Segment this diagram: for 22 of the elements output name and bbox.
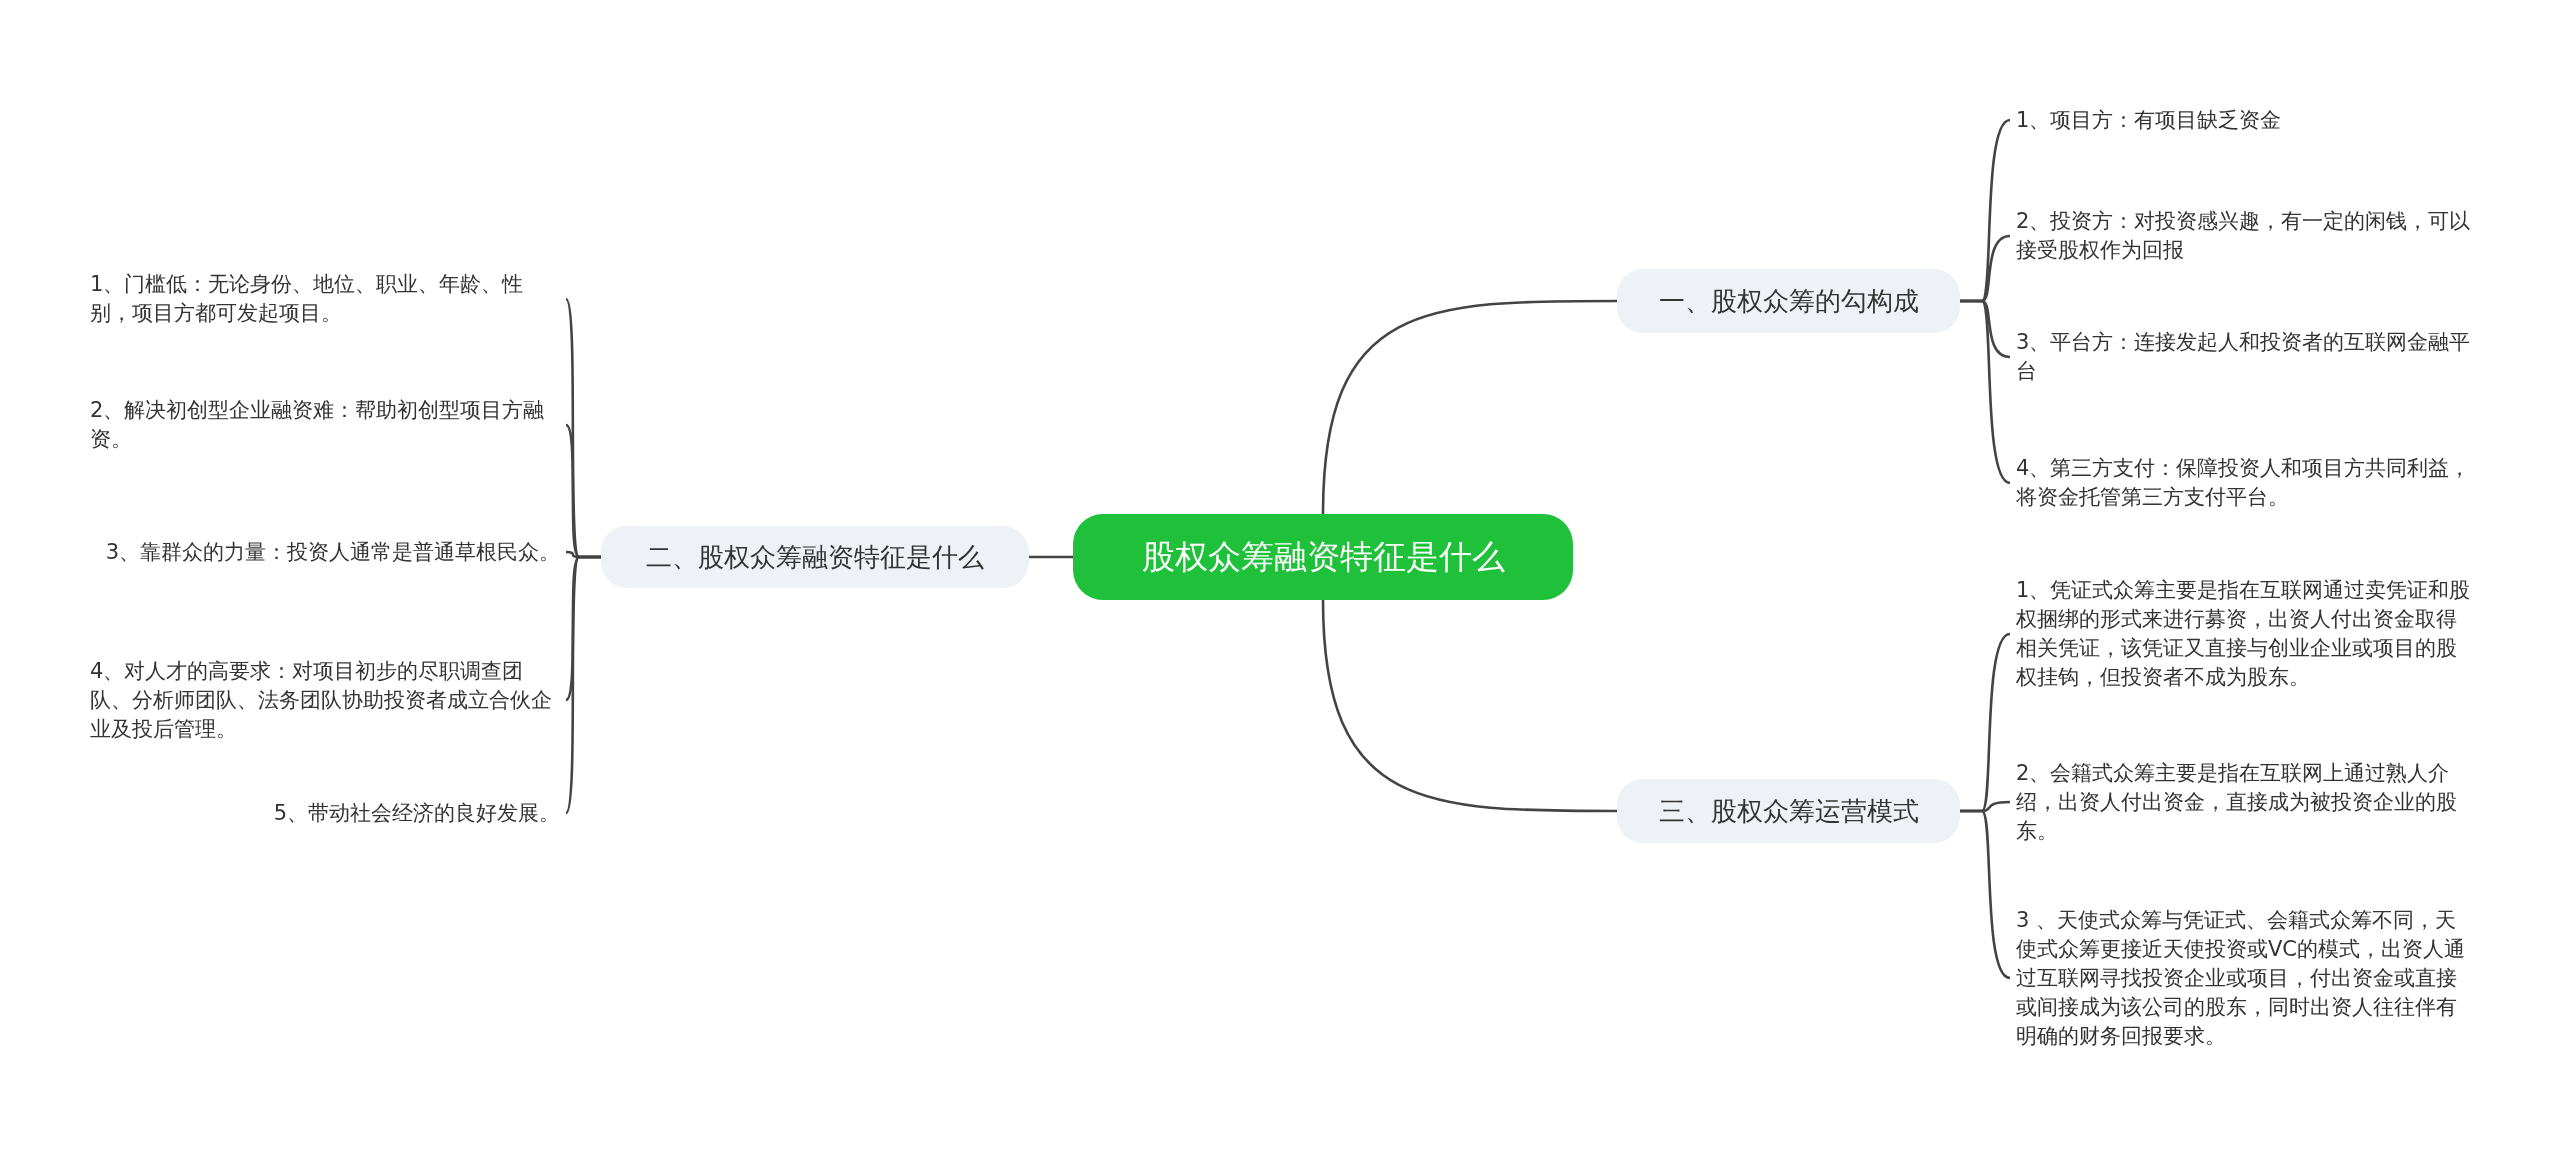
note-text: 1、凭证式众筹主要是指在互联网通过卖凭证和股权捆绑的形式来进行募资，出资人付出资金取得相关凭证，该凭证又直接与创业企业或项目的股权挂钩，但投资者不成为股东。 xyxy=(2016,576,2476,692)
note-text: 1、门槛低：无论身份、地位、职业、年龄、性别，项目方都可发起项目。 xyxy=(90,270,560,328)
central-topic: 股权众筹融资特征是什么 xyxy=(1073,514,1573,600)
topic-box: 三、股权众筹运营模式 xyxy=(1617,779,1960,843)
connector-line xyxy=(564,555,601,814)
topic-box: 二、股权众筹融资特征是什么 xyxy=(601,526,1029,588)
note-text: 2、投资方：对投资感兴趣，有一定的闲钱，可以接受股权作为回报 xyxy=(2016,207,2476,265)
connector-line xyxy=(1321,299,1617,515)
note-text: 3、平台方：连接发起人和投资者的互联网金融平台 xyxy=(2016,328,2476,386)
note-text: 2、解决初创型企业融资难：帮助初创型项目方融资。 xyxy=(90,396,560,454)
topic-box: 一、股权众筹的勾构成 xyxy=(1617,269,1960,333)
connector-line xyxy=(1960,809,2011,980)
note-text: 3、靠群众的力量：投资人通常是普通草根民众。 xyxy=(105,537,560,567)
note-text: 1、项目方：有项目缺乏资金 xyxy=(2016,105,2282,135)
connector-line xyxy=(1321,599,1617,813)
connector-line xyxy=(1029,555,1073,559)
note-text: 5、带动社会经济的良好发展。 xyxy=(273,798,560,828)
note-text: 4、对人才的高要求：对项目初步的尽职调查团队、分析师团队、法务团队协助投资者成立合伙企业及投后管理。 xyxy=(90,656,560,744)
note-text: 4、第三方支付：保障投资人和项目方共同利益，将资金托管第三方支付平台。 xyxy=(2016,454,2476,512)
note-text: 2、会籍式众筹主要是指在互联网上通过熟人介绍，出资人付出资金，直接成为被投资企业的股东。 xyxy=(2016,758,2476,846)
note-text: 3 、天使式众筹与凭证式、会籍式众筹不同，天使式众筹更接近天使投资或VC的模式，出资人通过互联网寻找投资企业或项目，付出资金或直接或间接成为该公司的股东，同时出资人往往伴有明确的财务回报要求。 xyxy=(2016,905,2476,1051)
connector-line xyxy=(1960,299,2011,485)
